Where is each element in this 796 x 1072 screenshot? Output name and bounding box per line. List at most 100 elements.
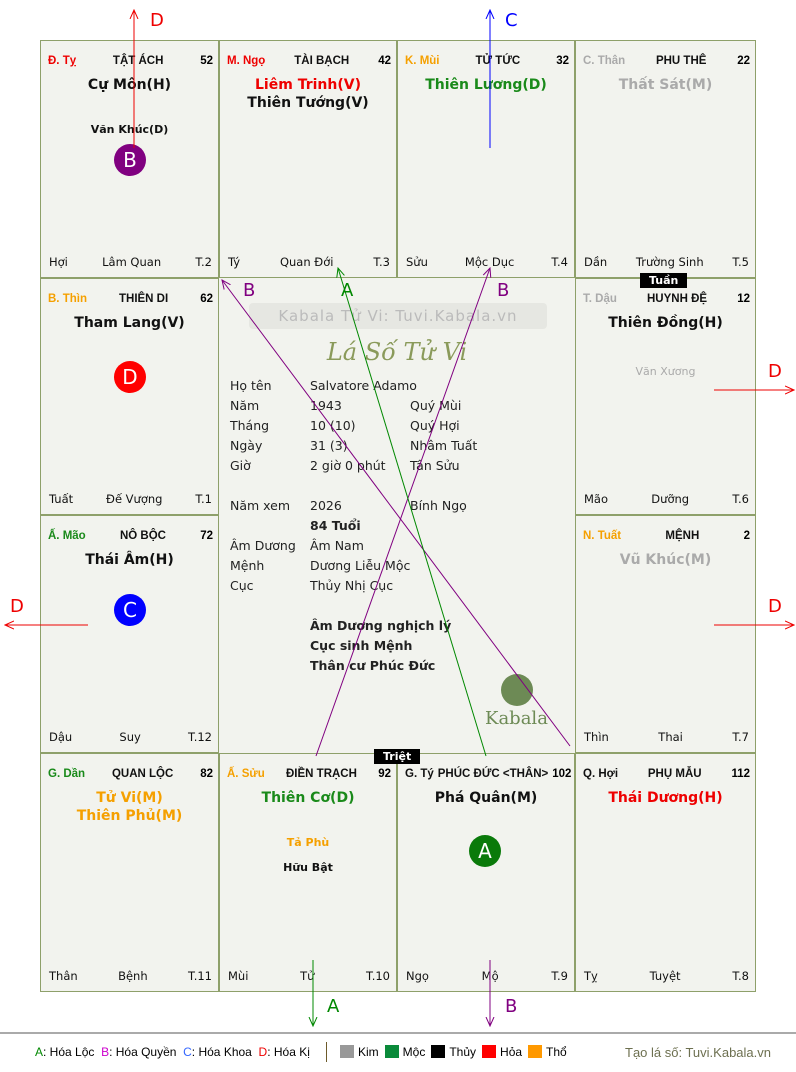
palace-age: 82 — [200, 768, 213, 780]
info-value: Thủy Nhị Cục — [310, 578, 394, 593]
info-value: Âm Nam — [310, 538, 364, 553]
arrow-label: A — [327, 996, 340, 1017]
palace-age: 112 — [731, 768, 750, 780]
legend-c-label: : Hóa Khoa — [191, 1045, 252, 1059]
info-note: Thân cư Phúc Đức — [310, 658, 436, 673]
palace-branch: Ngọ — [406, 969, 429, 983]
palace-can: N. Tuất — [583, 530, 622, 542]
info-note: Cục sinh Mệnh — [310, 638, 413, 653]
palace-branch: Thìn — [584, 730, 609, 744]
palace-age: 22 — [737, 55, 750, 67]
palace-age: 12 — [737, 293, 750, 305]
palace-age: 72 — [200, 530, 213, 542]
palace-month: T.7 — [732, 730, 749, 744]
palace-can: Q. Hợi — [583, 768, 619, 780]
legend: A: Hóa Lộc B: Hóa Quyền C: Hóa Khoa D: H… — [0, 1032, 796, 1072]
arrow-label: D — [10, 596, 24, 617]
palace-phase: Trường Sinh — [635, 255, 704, 269]
palace-age: 62 — [200, 293, 213, 305]
element-label: Hỏa — [500, 1045, 523, 1059]
hoa-loc-marker: A — [469, 835, 501, 867]
info-canchi: Quý Mùi — [410, 398, 462, 413]
palace-month: T.10 — [366, 969, 390, 983]
palace-month: T.12 — [188, 730, 212, 744]
major-star: Thái Âm(H) — [85, 552, 174, 568]
minor-star: Hữu Bật — [283, 861, 333, 874]
palace-branch: Mùi — [228, 969, 249, 983]
element-legend-item: Thổ — [528, 1045, 567, 1059]
kabala-logo: Kabala — [485, 708, 548, 729]
palace-can: G. Dần — [48, 768, 86, 780]
color-swatch-icon — [384, 1045, 399, 1058]
info-label: Mệnh — [230, 558, 265, 573]
info-label: Cục — [230, 578, 254, 593]
palace-month: T.2 — [195, 255, 212, 269]
chart-title: Lá Số Tử Vi — [326, 338, 468, 366]
palace-name: TẬT ÁCH — [112, 55, 164, 67]
palace-age: 52 — [200, 55, 213, 67]
palace-month: T.5 — [732, 255, 749, 269]
palace-can: M. Ngọ — [227, 55, 266, 67]
credit-link[interactable]: Tạo lá số: Tuvi.Kabala.vn — [625, 1045, 771, 1060]
kabala-logo-icon — [501, 674, 533, 706]
palace-phase: Mộ — [481, 969, 499, 983]
info-value: Dương Liễu Mộc — [310, 558, 411, 573]
color-swatch-icon — [528, 1045, 543, 1058]
legend-d-key: D — [258, 1045, 268, 1059]
palace-name: HUYNH ĐỆ — [647, 293, 708, 305]
palace-phase: Tử — [300, 969, 315, 983]
legend-d-label: : Hóa Kị — [267, 1045, 310, 1059]
element-legend-item: Mộc — [384, 1045, 425, 1059]
major-star: Thiên Tướng(V) — [247, 95, 369, 111]
palace-month: T.1 — [195, 492, 212, 506]
element-label: Kim — [358, 1045, 379, 1059]
triet-badge: Triệt — [374, 749, 421, 764]
legend-a-label: : Hóa Lộc — [43, 1045, 95, 1059]
palace-phase: Mộc Dục — [464, 255, 515, 269]
info-value: 84 Tuổi — [310, 518, 361, 533]
palace-branch: Tý — [228, 255, 241, 269]
palace-can: Đ. Tỵ — [48, 55, 77, 67]
watermark: Kabala Tử Vi: Tuvi.Kabala.vn — [249, 303, 547, 329]
palace-can: G. Tý — [405, 768, 434, 780]
info-value: 2 giờ 0 phút — [310, 458, 386, 473]
info-value: 31 (3) — [310, 438, 348, 453]
major-star: Thiên Phủ(M) — [76, 808, 183, 824]
info-value: Salvatore Adamo — [310, 378, 417, 393]
info-label: Âm Dương — [230, 538, 296, 553]
palace-month: T.4 — [551, 255, 568, 269]
palace-can: T. Dậu — [583, 293, 617, 305]
major-star: Cự Môn(H) — [87, 77, 172, 93]
palace-branch: Dậu — [49, 730, 73, 744]
major-star: Phá Quân(M) — [434, 790, 538, 806]
palace-age: 42 — [378, 55, 391, 67]
arrow-label: D — [150, 10, 164, 31]
major-star: Thái Dương(H) — [608, 790, 723, 806]
palace-month: T.3 — [373, 255, 390, 269]
legend-b-key: B — [101, 1045, 110, 1059]
arrow-label: D — [768, 596, 782, 617]
minor-star: Văn Xương — [635, 365, 696, 378]
arrow-label: B — [505, 996, 518, 1017]
palace-age: 92 — [378, 768, 391, 780]
palace-can: Ấ. Mão — [48, 530, 86, 542]
palace-can: Ấ. Sửu — [227, 768, 265, 780]
palace-name: TÀI BẠCH — [294, 55, 350, 67]
element-label: Thổ — [546, 1045, 567, 1059]
legend-divider — [326, 1042, 327, 1062]
palace-phase: Bệnh — [118, 969, 148, 983]
info-canchi: Tân Sửu — [410, 458, 460, 473]
palace-age: 2 — [743, 530, 750, 542]
hoa-khoa-marker: C — [114, 594, 146, 626]
